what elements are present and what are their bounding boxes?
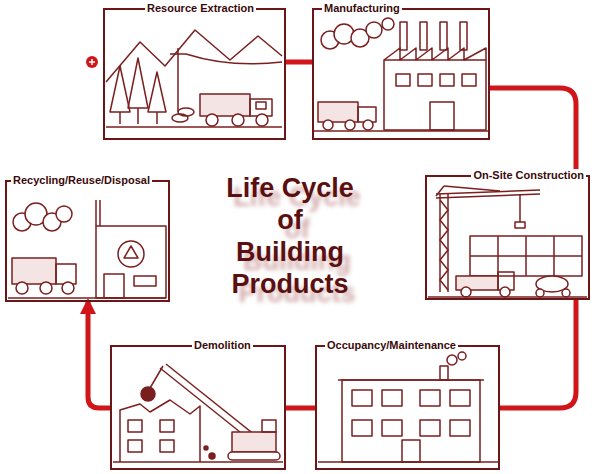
cycle-connector bbox=[500, 300, 576, 408]
stage-heading: Recycling/Reuse/Disposal bbox=[11, 174, 152, 186]
stage-heading: On-Site Construction bbox=[471, 169, 586, 181]
stage-panel: Resource Extraction bbox=[103, 8, 286, 140]
stage-heading: Manufacturing bbox=[322, 2, 402, 14]
stage-panel: On-Site Construction bbox=[425, 175, 590, 300]
stage-panel: Occupancy/Maintenance bbox=[315, 345, 500, 470]
diagram-title: Life Cycle of Building Products bbox=[220, 172, 360, 300]
stage-heading: Occupancy/Maintenance bbox=[325, 339, 458, 351]
cycle-connector bbox=[286, 60, 312, 65]
cycle-connector bbox=[286, 406, 315, 411]
stage-heading: Demolition bbox=[192, 339, 253, 351]
stage-panel: Demolition bbox=[110, 345, 286, 470]
stage-panel: Recycling/Reuse/Disposal bbox=[5, 180, 170, 302]
cycle-connector bbox=[490, 88, 576, 175]
cycle-connector bbox=[88, 302, 110, 408]
stage-heading: Resource Extraction bbox=[145, 2, 256, 14]
stage-panel: Manufacturing bbox=[312, 8, 490, 140]
